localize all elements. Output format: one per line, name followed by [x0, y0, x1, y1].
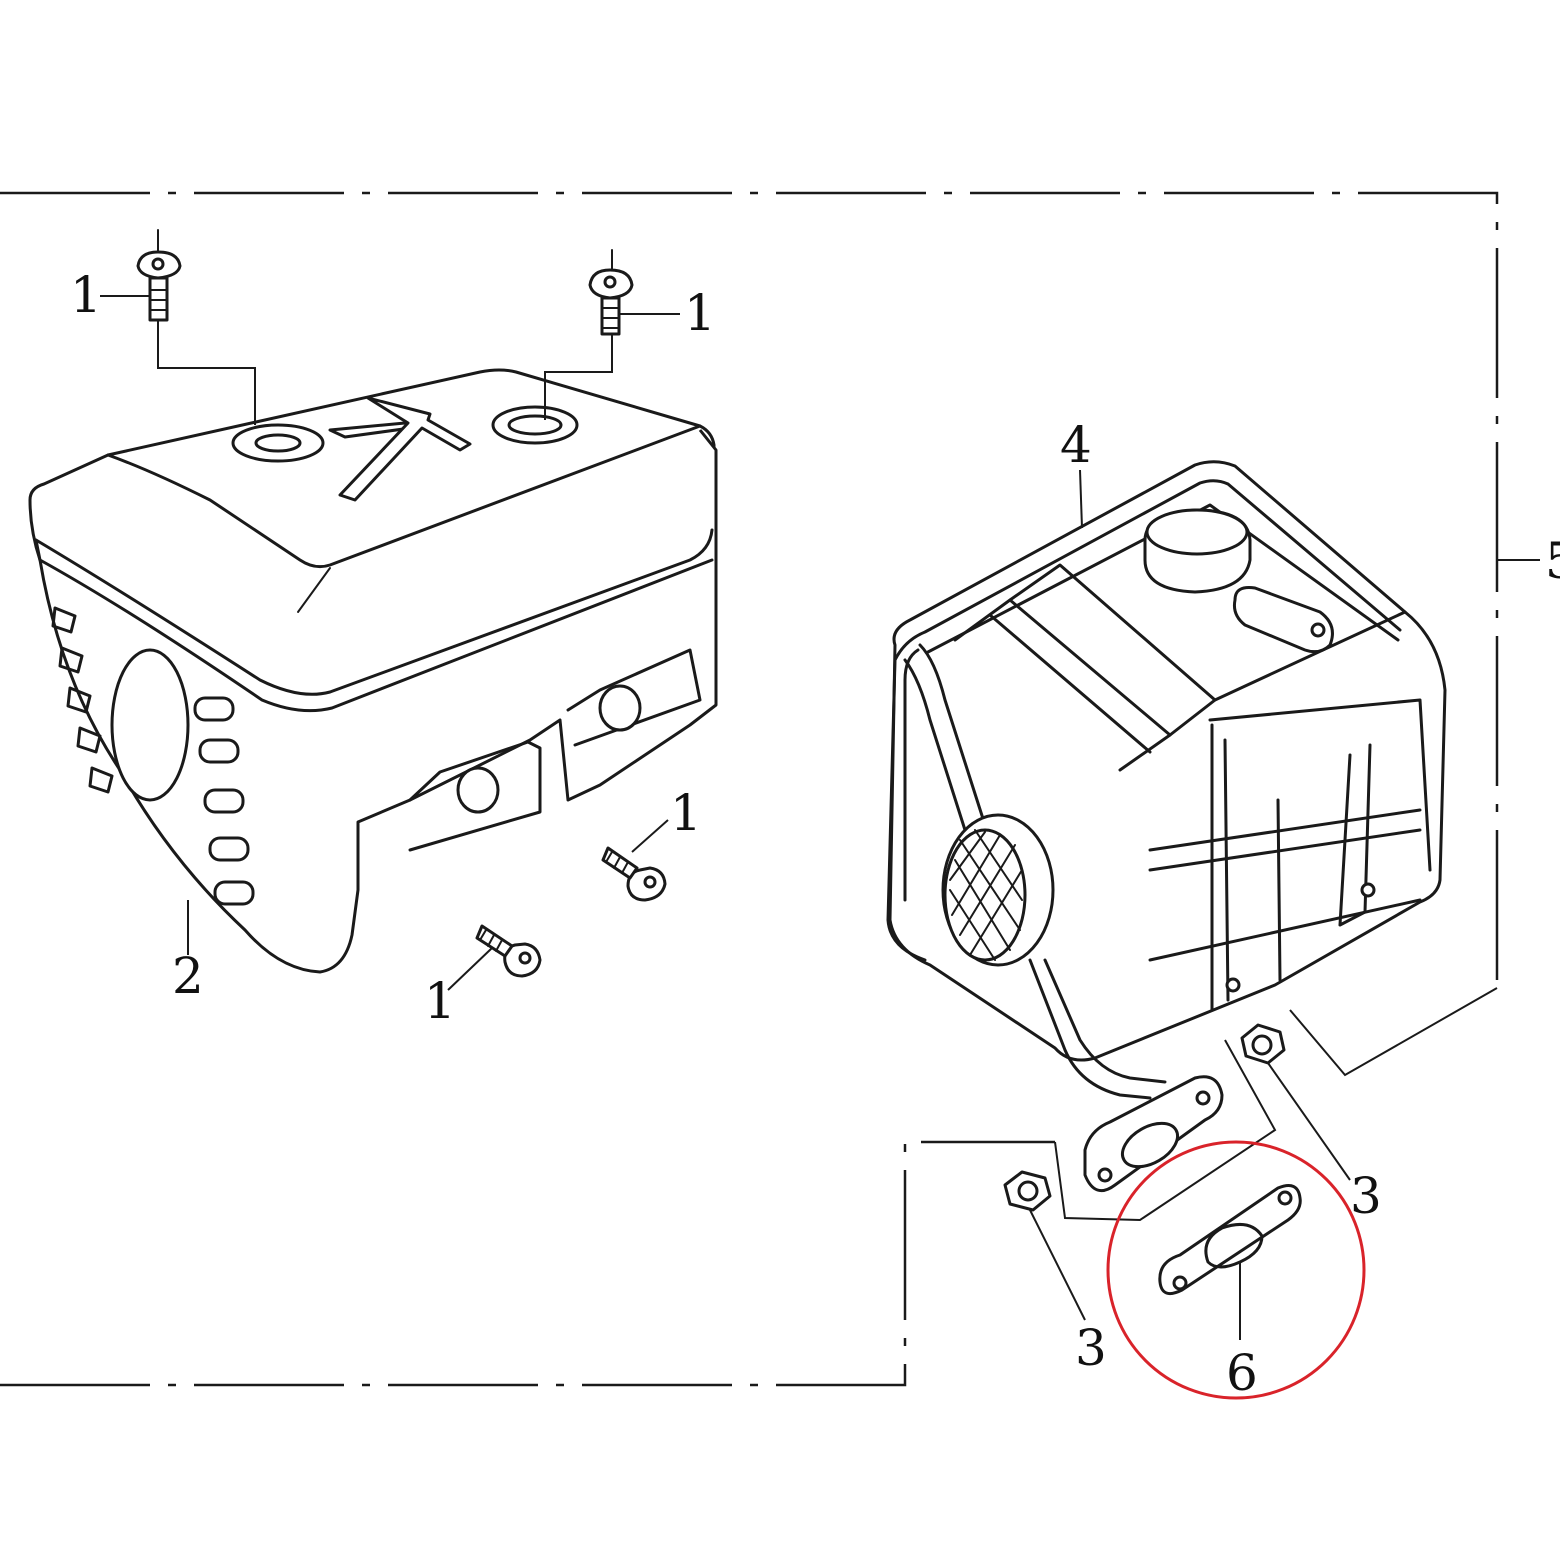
callout-assembly: 5	[1545, 532, 1560, 590]
highlight-circle	[1106, 1140, 1366, 1400]
assembly-boundary	[0, 191, 1540, 1387]
callout-screw-top-right: 1	[684, 284, 716, 342]
callout-muffler-cover: 2	[172, 947, 204, 1005]
muffler	[886, 460, 1447, 1222]
screw-top-left	[100, 229, 256, 425]
leader-muffler	[1079, 469, 1083, 529]
screw-lower-left	[447, 924, 542, 991]
callout-screw-lower-left: 1	[424, 972, 456, 1030]
screw-top-right	[544, 249, 680, 420]
screen-mesh	[949, 829, 1023, 961]
nut-right	[1240, 1023, 1351, 1181]
nut-left	[1003, 1170, 1086, 1321]
muffler-cover	[28, 368, 718, 974]
callout-nut-left: 3	[1075, 1319, 1107, 1377]
screw-lower-right	[601, 819, 669, 902]
callout-screw-top-left: 1	[70, 266, 102, 324]
gasket	[1158, 1184, 1302, 1340]
callout-gasket: 6	[1226, 1344, 1258, 1402]
callout-muffler: 4	[1060, 416, 1092, 474]
callout-nut-right: 3	[1350, 1167, 1382, 1225]
callout-screw-lower-right: 1	[670, 784, 702, 842]
